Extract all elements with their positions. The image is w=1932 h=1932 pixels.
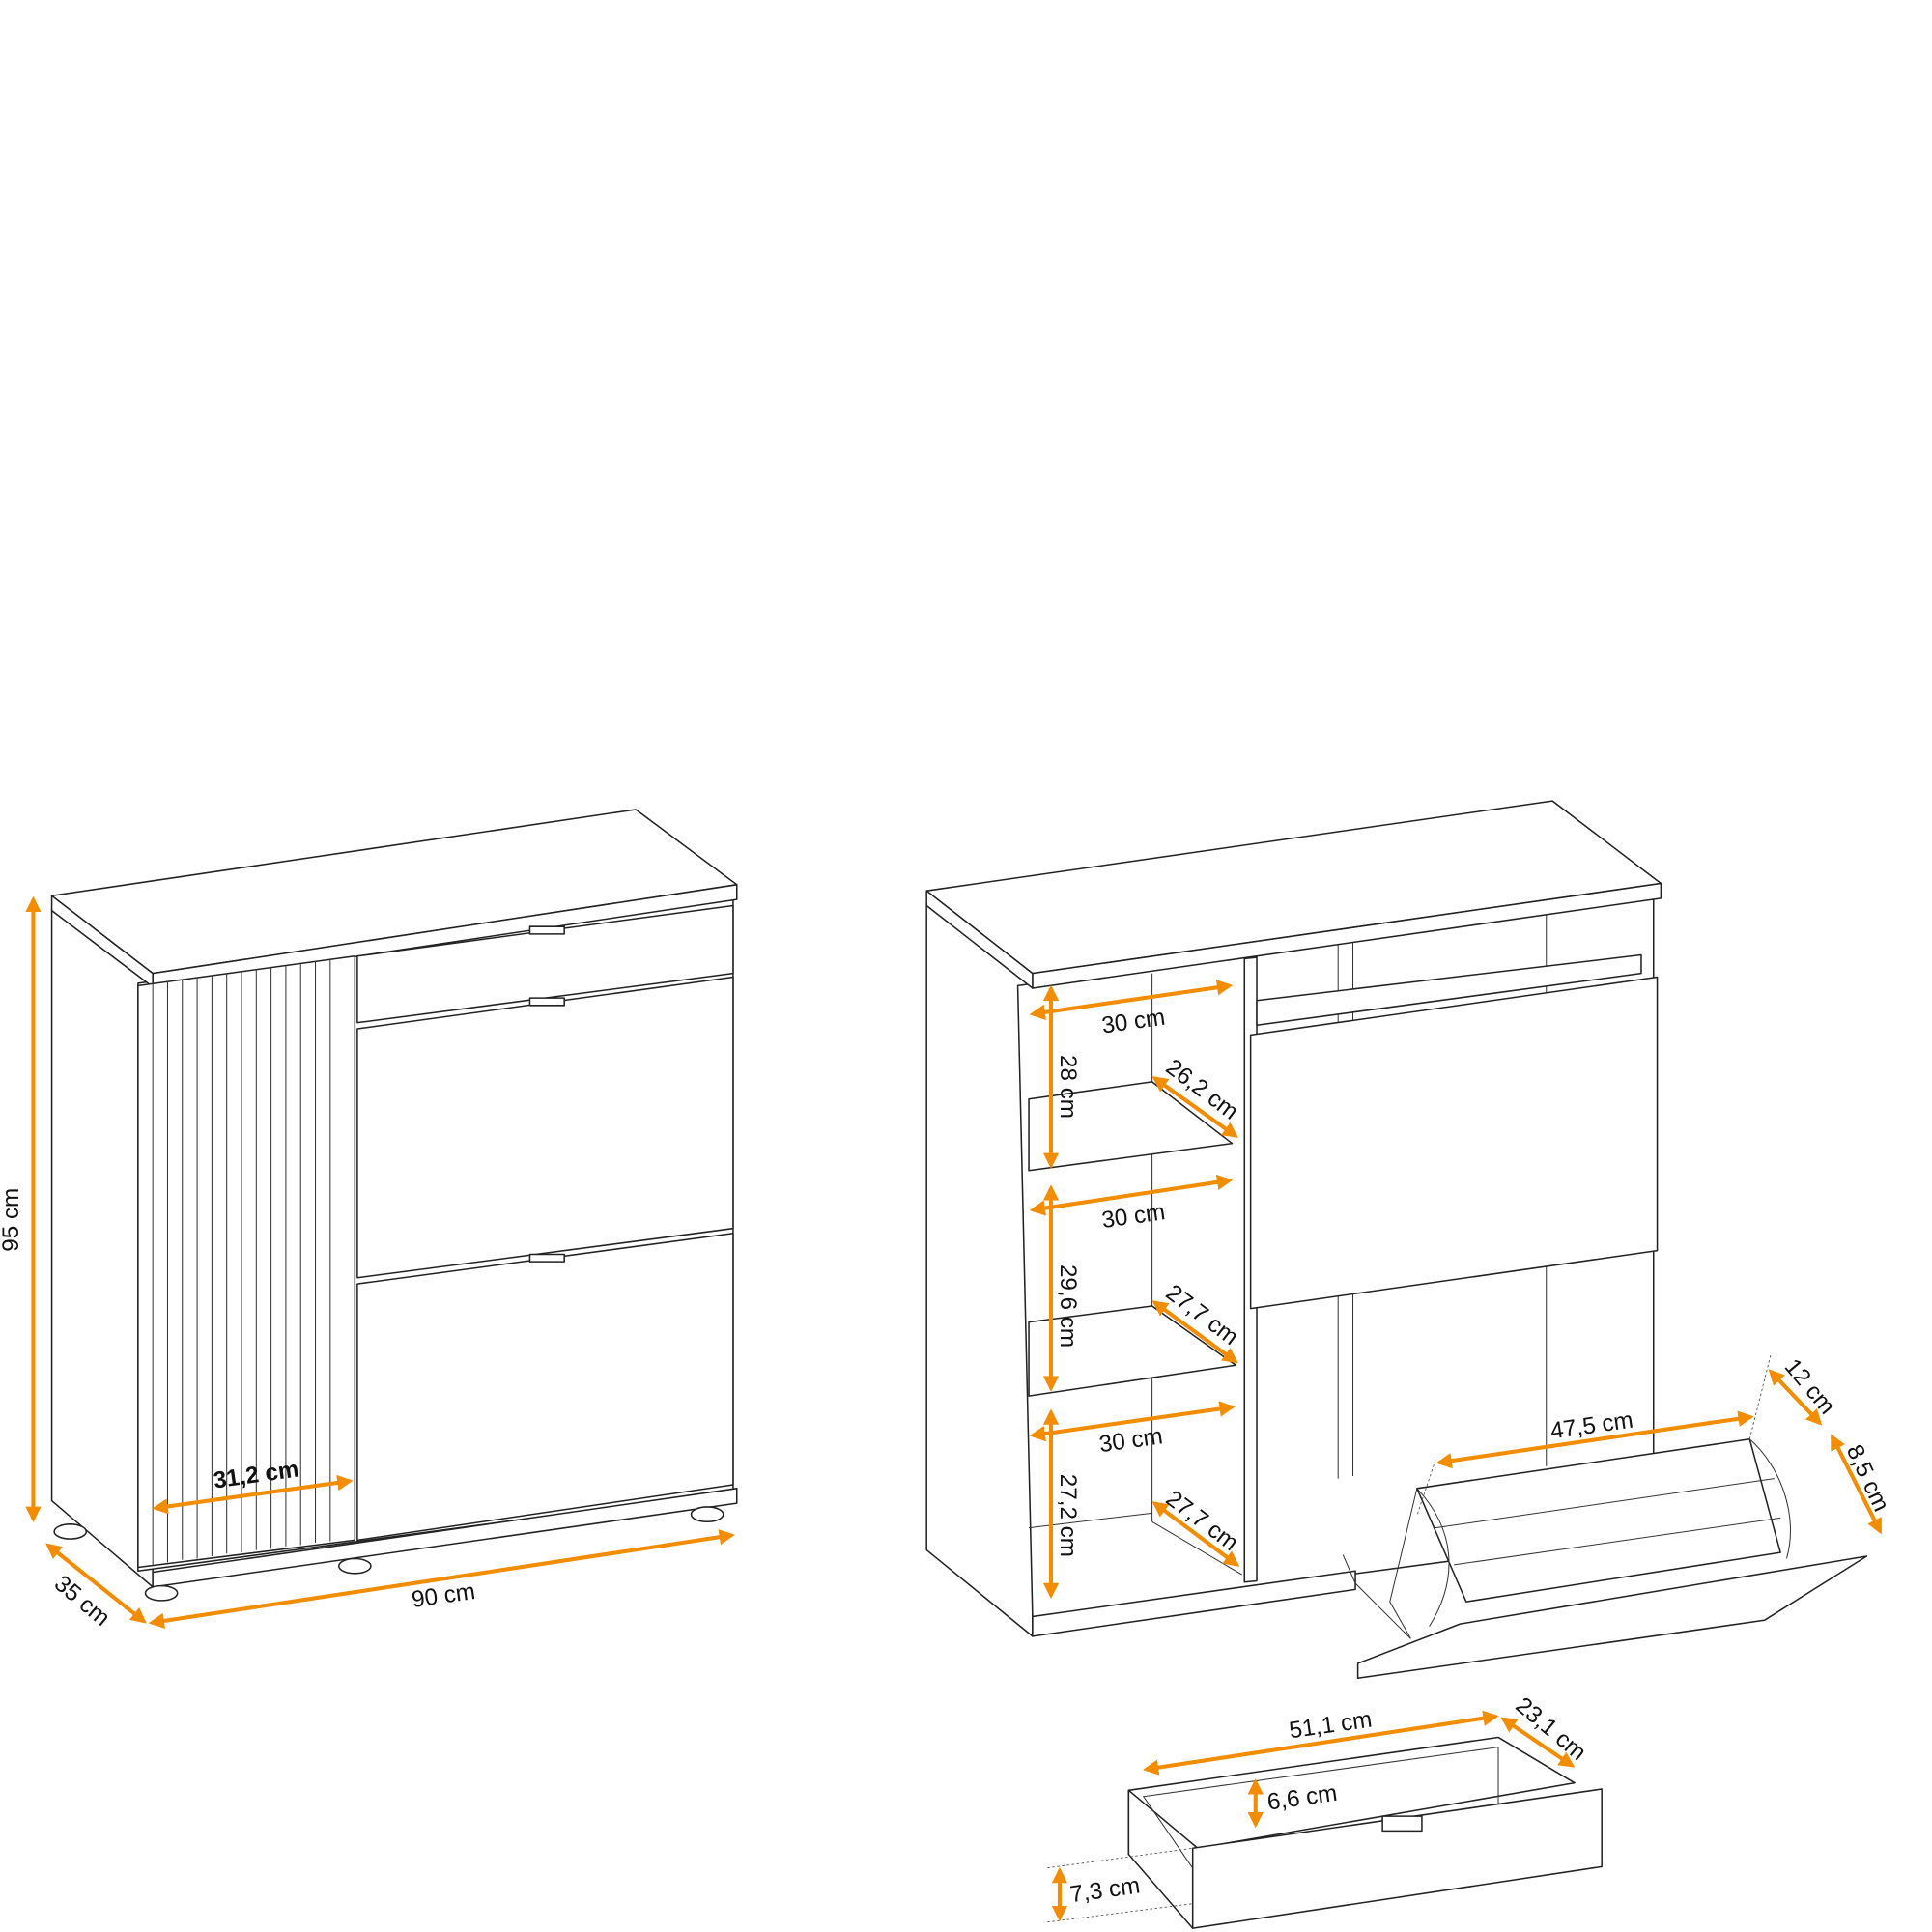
shelf-width-arrow-1 <box>1029 980 1234 1020</box>
handle <box>528 997 565 1007</box>
width-arrow <box>148 1529 735 1629</box>
shelf-2 <box>1028 1305 1237 1397</box>
handle <box>528 925 565 935</box>
shelf-width-arrow-2 <box>1029 1174 1234 1216</box>
height-label: 95 cm <box>0 1188 24 1252</box>
drawer-width-arrow <box>1142 1710 1499 1776</box>
shoe-flap-upper <box>356 976 734 1279</box>
open-shoe-flap <box>1342 1438 1868 1680</box>
shoe-flap-lower <box>356 1233 734 1542</box>
drawer-handle <box>1381 1815 1423 1833</box>
drawer-detail: 51,1 cm 23,1 cm 6,6 cm 7,3 cm <box>1047 1692 1603 1929</box>
right-door <box>1249 976 1659 1310</box>
shelf-height-label-1: 28 cm <box>1055 1055 1081 1119</box>
shelf-depth-arrow-2 <box>1151 1300 1238 1364</box>
right-cabinet-side <box>925 902 1034 1637</box>
shoe-rack-depth-side-label: 8,5 cm <box>1841 1441 1894 1516</box>
foot <box>53 1523 88 1540</box>
slat-door-width-arrow <box>152 1474 354 1515</box>
foot <box>144 1584 179 1602</box>
drawer-depth-arrow <box>1500 1717 1576 1768</box>
drawer-front <box>1191 1788 1603 1929</box>
shelf-1 <box>1028 1081 1234 1172</box>
shoe-rack-depth-side-arrow <box>1830 1434 1883 1535</box>
depth-arrow <box>45 1543 147 1624</box>
shelf-width-arrow-3 <box>1029 1401 1236 1442</box>
shelf-height-label-2: 29,6 cm <box>1055 1264 1081 1348</box>
depth-label: 35 cm <box>49 1571 115 1632</box>
shelf-depth-arrow-1 <box>1151 1076 1238 1138</box>
foot <box>338 1557 372 1575</box>
inner-drawer-rail <box>1256 953 1642 1026</box>
shelf-height-label-3: 27,2 cm <box>1055 1474 1081 1557</box>
top-drawer-front <box>356 904 734 1024</box>
right-cabinet: 30 cm 28 cm 26,2 cm 30 cm 29,6 cm 27,7 c… <box>925 800 1894 1680</box>
foot <box>690 1506 724 1523</box>
right-cabinet-plinth <box>1032 1570 1356 1637</box>
shoe-rack-width-arrow <box>1435 1410 1754 1469</box>
handle <box>528 1253 565 1263</box>
shoe-rack-depth-top-arrow <box>1768 1369 1823 1426</box>
drawer-front-height-label: 7,3 cm <box>1068 1872 1142 1908</box>
left-cabinet: 95 cm 35 cm 90 cm 31,2 cm <box>0 809 738 1632</box>
shelf-depth-arrow-3 <box>1151 1501 1240 1567</box>
